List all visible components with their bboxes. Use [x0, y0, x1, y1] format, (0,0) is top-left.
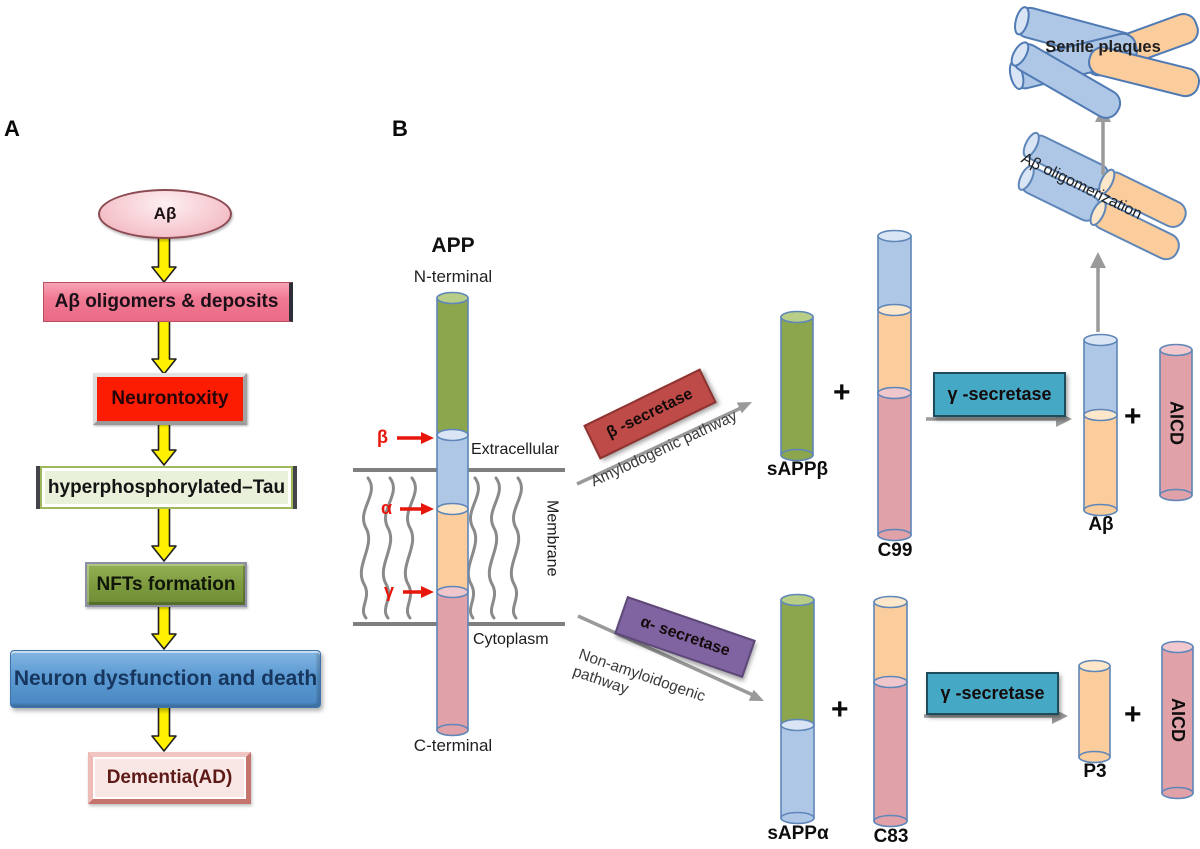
arrow-down-icon — [151, 320, 177, 375]
abeta-cylinder — [1083, 333, 1118, 517]
alpha-cleavage-site-label: α — [381, 498, 393, 518]
abeta-oligomer-tubes — [1017, 131, 1187, 261]
senile-plaques-cluster — [1008, 6, 1200, 119]
p3-label: P3 — [1083, 761, 1107, 782]
gamma-secretase-box-bottom: γ -secretase — [926, 672, 1059, 715]
sapp-beta-cylinder — [780, 310, 814, 462]
aicd-label-bottom: AICD — [1167, 698, 1188, 742]
aicd-label-top: AICD — [1166, 401, 1187, 445]
membrane-label: Membrane — [543, 500, 561, 577]
plus-sign: + — [831, 693, 849, 726]
plus-sign: + — [833, 376, 851, 409]
cytoplasm-label: Cytoplasm — [473, 631, 549, 648]
c83-label: C83 — [873, 826, 909, 847]
sapp-alpha-label: sAPPα — [767, 823, 829, 844]
app-cylinder — [436, 291, 469, 737]
gamma-cleavage-site-label: γ — [384, 581, 395, 601]
abeta-product-label: Aβ — [1088, 514, 1114, 535]
senile-plaques-label: Senile plaques — [1045, 38, 1161, 56]
arrow-down-icon — [151, 234, 177, 283]
flow-node-neuron-dysfunction: Neuron dysfunction and death — [10, 650, 321, 708]
flow-node-dementia: Dementia(AD) — [88, 752, 251, 804]
arrow-down-icon — [151, 506, 177, 562]
flow-node-hyperphosphorylated-tau: hyperphosphorylated–Tau — [40, 466, 293, 509]
gamma-secretase-box-top: γ -secretase — [933, 372, 1066, 417]
flow-node-oligomers-deposits: Aβ oligomers & deposits — [43, 282, 293, 322]
aicd-cylinder-bottom — [1161, 640, 1194, 800]
extracellular-label: Extracellular — [471, 441, 560, 458]
app-n-terminal-label: N-terminal — [413, 267, 493, 286]
aicd-cylinder-top — [1159, 343, 1193, 502]
p3-cylinder — [1078, 659, 1111, 764]
plus-sign: + — [1124, 698, 1142, 731]
flow-node-abeta: Aβ — [98, 189, 232, 239]
app-c-terminal-label: C-terminal — [413, 736, 493, 755]
abeta-to-oligomer-arrow — [1090, 252, 1106, 332]
c83-cylinder — [873, 595, 908, 828]
plus-sign: + — [1124, 400, 1142, 433]
flow-node-nfts-formation: NFTs formation — [85, 562, 247, 607]
panel-a-label: A — [4, 116, 20, 141]
flow-node-neurontoxity: Neurontoxity — [93, 373, 247, 425]
app-title: APP — [431, 234, 475, 257]
sapp-alpha-cylinder — [780, 593, 815, 825]
beta-cleavage-site-label: β — [377, 427, 388, 447]
c99-cylinder — [877, 229, 912, 542]
sapp-beta-label: sAPPβ — [766, 459, 829, 480]
non-amyloidogenic-pathway-arrow — [577, 614, 764, 701]
arrow-down-icon — [151, 603, 177, 650]
c99-label: C99 — [877, 540, 913, 561]
arrow-down-icon — [151, 706, 177, 752]
cleavage-arrows — [397, 432, 434, 598]
panel-b-label: B — [392, 116, 408, 141]
amyloidogenic-pathway-arrow — [576, 402, 752, 486]
